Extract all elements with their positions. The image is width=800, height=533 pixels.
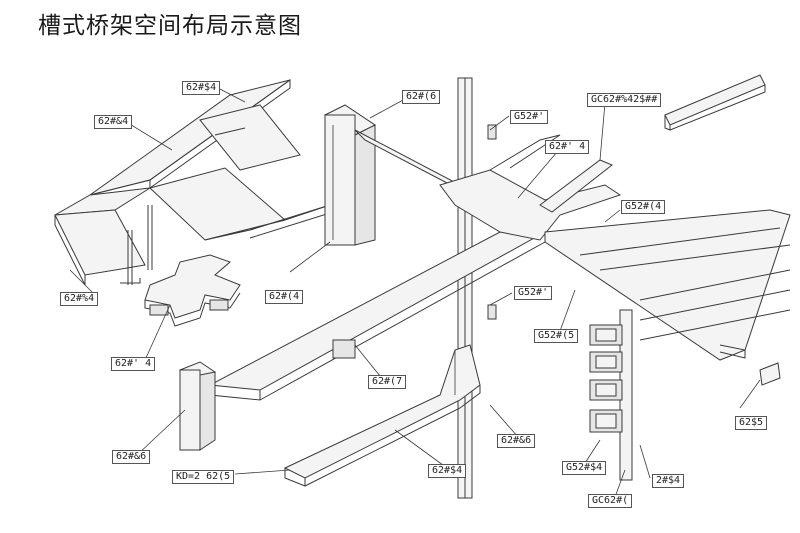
support-block (332, 339, 356, 359)
end-bracket (759, 362, 781, 386)
diagram-title: 槽式桥架空间布局示意图 (38, 13, 302, 39)
vertical-stack-rack (589, 309, 633, 481)
label-gc62-p: GC62#( (588, 494, 633, 508)
vertical-riser-lower (178, 361, 217, 451)
label-62-s4-bottom: 62#$4 (428, 464, 467, 478)
label-62-p7: 62#(7 (368, 375, 407, 389)
label-2-s4: 2#$4 (652, 474, 685, 488)
leader-lines (69, 87, 761, 498)
label-g52-p4: G52#(4 (621, 200, 666, 214)
label-62-q4-top: 62#' 4 (545, 140, 590, 154)
label-62-s5: 62$5 (735, 416, 768, 430)
label-62-a6-right: 62#&6 (497, 434, 536, 448)
right-stacked-trays (544, 209, 791, 361)
main-diagonal-tray (208, 134, 622, 401)
lower-tray-elbow (283, 344, 481, 487)
hanger-rods-left (120, 205, 153, 285)
top-right-tray-segment (664, 74, 766, 131)
cross-fitting (144, 254, 241, 327)
upper-left-tray-loop (54, 79, 331, 286)
label-g52-s4: G52#$4 (562, 461, 607, 475)
label-kd: KD=2 62(5 (172, 470, 235, 484)
center-column (457, 77, 497, 499)
label-62-q4-left: 62#' 4 (111, 357, 156, 371)
label-g52-q-top: G52#' (510, 110, 549, 124)
label-62-pct4: 62#%4 (60, 292, 99, 306)
label-62-a4: 62#&4 (94, 115, 133, 129)
label-g52-q-mid: G52#' (514, 286, 553, 300)
vertical-riser-upper (324, 104, 471, 246)
label-62-p4: 62#(4 (265, 290, 304, 304)
label-62-p6: 62#(6 (402, 90, 441, 104)
label-62-s4-top: 62#$4 (182, 81, 221, 95)
label-62-a6-left: 62#&6 (112, 450, 151, 464)
label-g52-p5: G52#(5 (534, 329, 579, 343)
label-gc62: GC62#%42$## (587, 93, 662, 107)
